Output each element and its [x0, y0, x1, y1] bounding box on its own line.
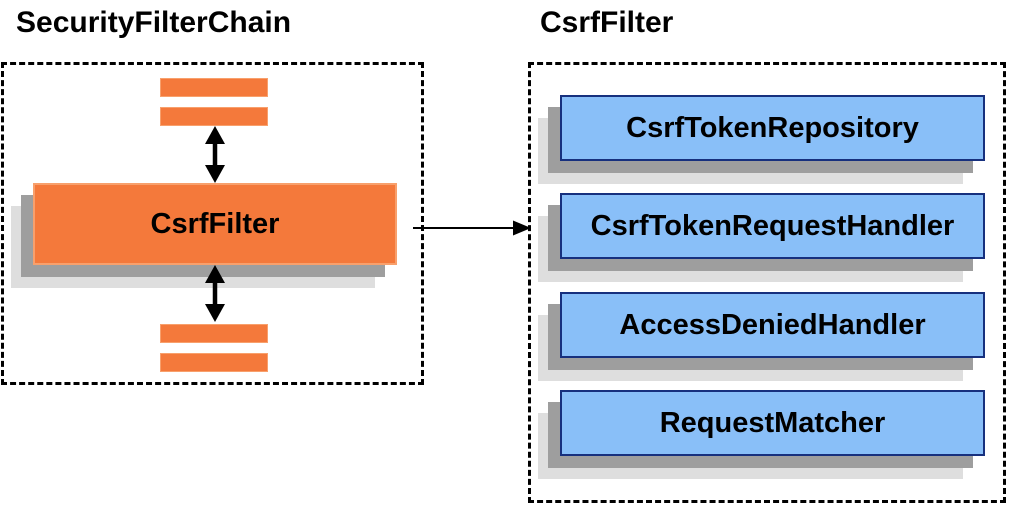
- csrf-filter-title: CsrfFilter: [540, 6, 674, 39]
- csrf-filter-container: CsrfTokenRepository CsrfTokenRequestHand…: [528, 62, 1006, 503]
- arrow-right-icon: [413, 220, 531, 236]
- component-label: CsrfTokenRequestHandler: [590, 209, 955, 242]
- component-box-csrf-token-repository: CsrfTokenRepository: [560, 95, 985, 161]
- filter-placeholder-bar: [160, 324, 268, 343]
- csrf-filter-node: CsrfFilter: [33, 183, 397, 265]
- security-filter-chain-container: CsrfFilter: [1, 62, 424, 385]
- filter-placeholder-bar: [160, 78, 268, 97]
- security-filter-chain-title: SecurityFilterChain: [16, 6, 292, 39]
- up-down-arrow-icon: [205, 265, 225, 322]
- component-label: RequestMatcher: [659, 406, 886, 439]
- filter-placeholder-bar: [160, 353, 268, 372]
- filter-placeholder-bar: [160, 107, 268, 126]
- component-label: AccessDeniedHandler: [619, 308, 926, 341]
- component-label: CsrfTokenRepository: [626, 111, 919, 144]
- component-box-csrf-token-request-handler: CsrfTokenRequestHandler: [560, 193, 985, 259]
- component-box-request-matcher: RequestMatcher: [560, 390, 985, 456]
- component-box-access-denied-handler: AccessDeniedHandler: [560, 292, 985, 358]
- up-down-arrow-icon: [205, 126, 225, 183]
- csrf-filter-node-label: CsrfFilter: [150, 207, 280, 240]
